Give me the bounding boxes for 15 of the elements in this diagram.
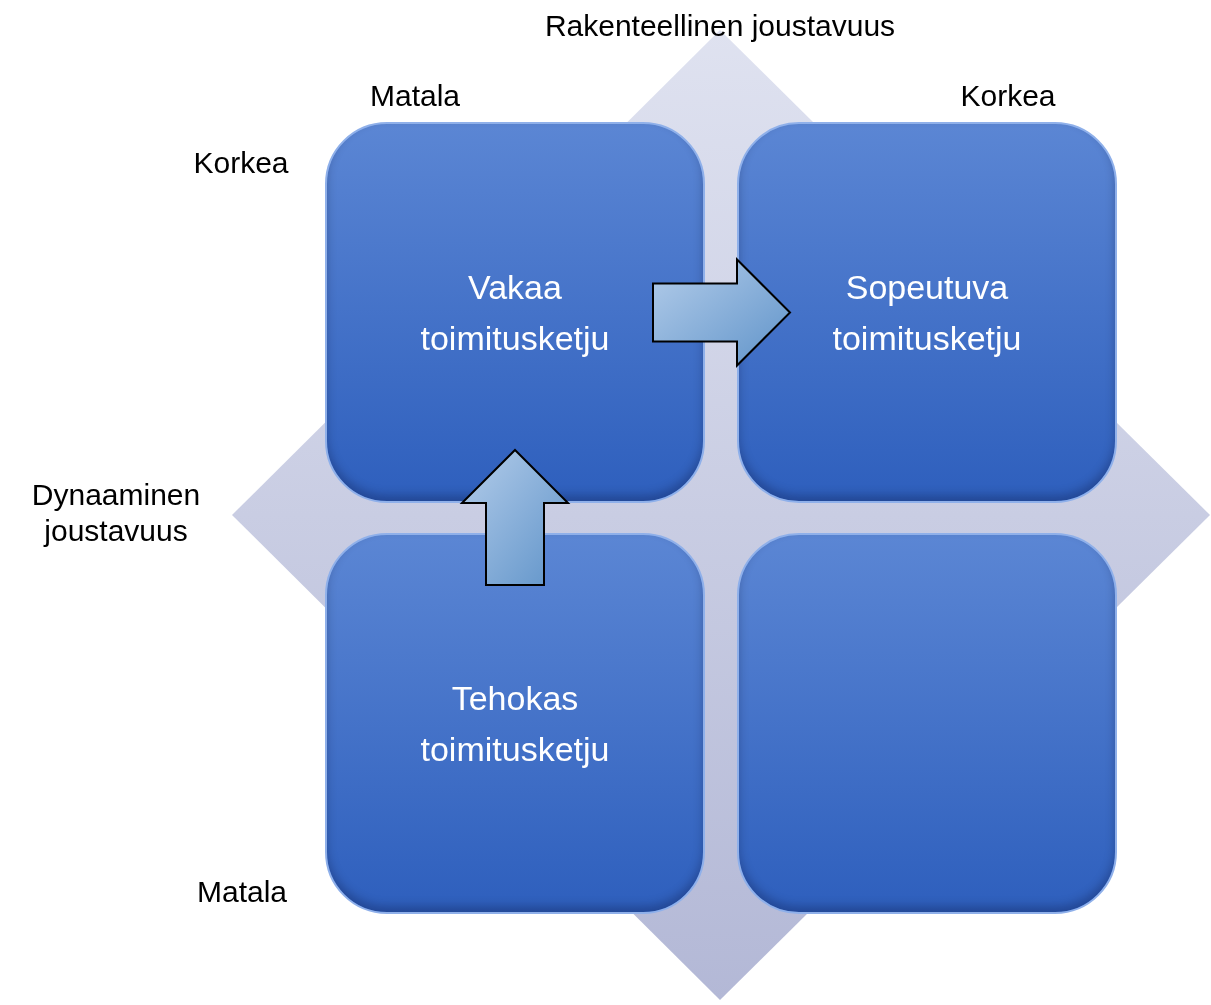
rounded-box [325, 533, 705, 914]
rounded-box [737, 122, 1117, 503]
block-arrow [652, 257, 792, 368]
rounded-box [737, 533, 1117, 914]
block-arrow [459, 448, 571, 586]
axis-label: Dynaaminen joustavuus [30, 477, 202, 549]
axis-label: Matala [370, 78, 460, 114]
axis-label: Korkea [960, 78, 1056, 114]
axis-label: Matala [197, 874, 287, 910]
axis-label: Korkea [193, 145, 289, 181]
box-label: Vakaa toimitusketju [419, 266, 611, 359]
box-label: Tehokas toimitusketju [419, 677, 611, 770]
rounded-box [325, 122, 705, 503]
box-label: Sopeutuva toimitusketju [831, 266, 1023, 359]
axis-label: Rakenteellinen joustavuus [544, 8, 896, 44]
